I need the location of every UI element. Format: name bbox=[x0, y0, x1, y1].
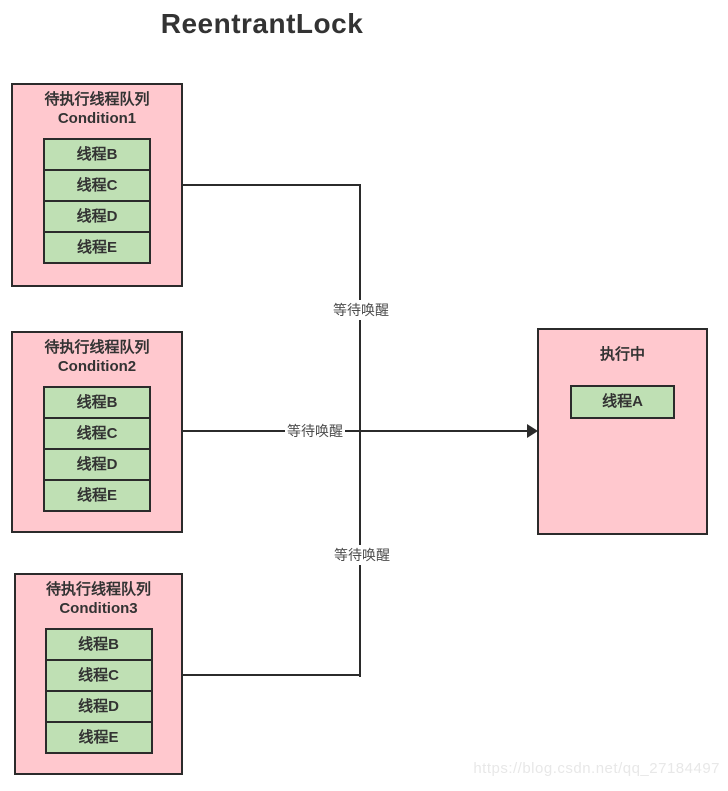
queue-subtitle: Condition3 bbox=[59, 600, 138, 617]
thread-cell: 线程E bbox=[43, 479, 151, 512]
queue-box-condition2: 待执行线程队列 Condition2 线程B 线程C 线程D 线程E bbox=[11, 331, 183, 533]
queue-title: 待执行线程队列 bbox=[44, 339, 150, 356]
executing-thread-cell: 线程A bbox=[570, 385, 675, 419]
thread-cell: 线程D bbox=[43, 200, 151, 233]
arrowhead-icon bbox=[527, 424, 538, 438]
thread-cell: 线程E bbox=[43, 231, 151, 264]
thread-cell: 线程D bbox=[44, 690, 153, 723]
thread-cell: 线程D bbox=[43, 448, 151, 481]
executing-title: 执行中 bbox=[599, 346, 645, 363]
thread-stack: 线程B 线程C 线程D 线程E bbox=[43, 138, 151, 264]
edge-line-condition2-horizontal bbox=[183, 430, 528, 432]
queue-title: 待执行线程队列 bbox=[45, 581, 151, 598]
edge-label-condition3: 等待唤醒 bbox=[332, 545, 392, 565]
executing-box: 执行中 线程A bbox=[537, 328, 708, 535]
thread-cell: 线程B bbox=[43, 386, 151, 419]
queue-title: 待执行线程队列 bbox=[44, 91, 150, 108]
thread-cell: 线程C bbox=[43, 417, 151, 450]
watermark: https://blog.csdn.net/qq_27184497 bbox=[473, 760, 720, 777]
thread-cell: 线程B bbox=[44, 628, 153, 661]
queue-subtitle: Condition1 bbox=[57, 110, 137, 127]
page-title: ReentrantLock bbox=[160, 8, 364, 39]
thread-cell: 线程E bbox=[44, 721, 153, 754]
thread-cell: 线程C bbox=[43, 169, 151, 202]
queue-subtitle: Condition2 bbox=[57, 358, 137, 375]
thread-stack: 线程B 线程C 线程D 线程E bbox=[44, 628, 153, 754]
queue-box-condition3: 待执行线程队列 Condition3 线程B 线程C 线程D 线程E bbox=[14, 573, 183, 775]
edge-label-condition1: 等待唤醒 bbox=[331, 300, 391, 320]
edge-line-condition3-horizontal bbox=[183, 674, 361, 676]
queue-box-condition1: 待执行线程队列 Condition1 线程B 线程C 线程D 线程E bbox=[11, 83, 183, 287]
thread-cell: 线程B bbox=[43, 138, 151, 171]
thread-cell: 线程C bbox=[44, 659, 153, 692]
edge-line-condition1-horizontal bbox=[183, 184, 361, 186]
edge-label-condition2: 等待唤醒 bbox=[285, 421, 345, 441]
thread-stack: 线程B 线程C 线程D 线程E bbox=[43, 386, 151, 512]
